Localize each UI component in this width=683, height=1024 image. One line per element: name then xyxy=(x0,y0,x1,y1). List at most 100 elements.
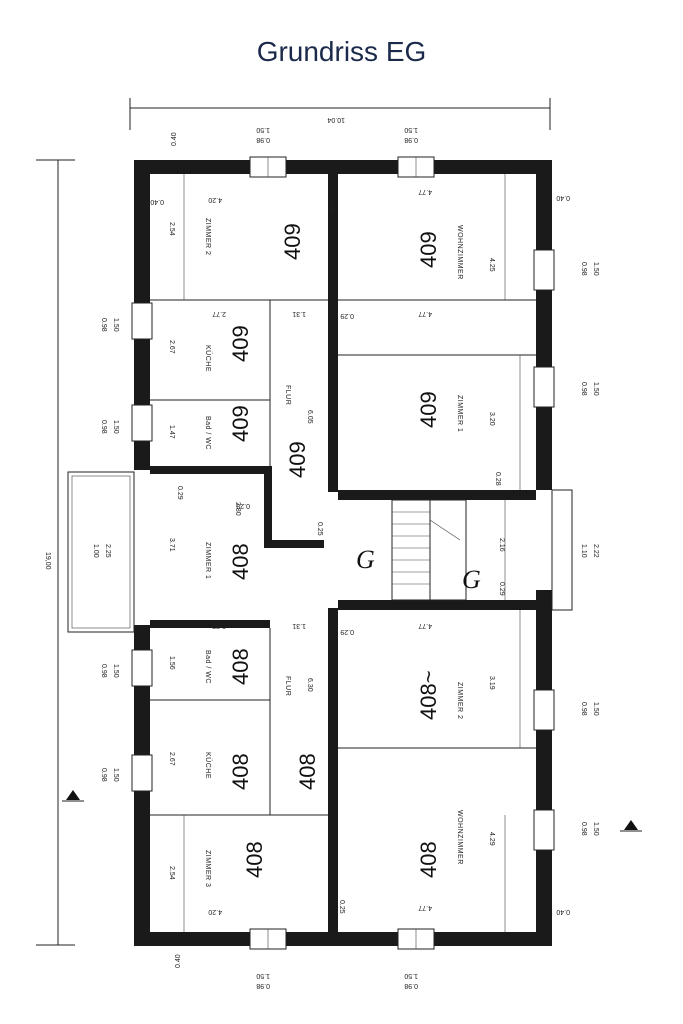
room-name: ZIMMER 3 xyxy=(204,850,211,887)
window-dim: 1.50 xyxy=(112,768,119,782)
wall-thickness-labels: 0.40 0.40 0.40 0.40 0.40 0.29 0.29 0.29 … xyxy=(150,132,570,968)
room-name: FLUR xyxy=(284,676,291,696)
dimension-label: 2.80 xyxy=(234,502,241,516)
window-dim: 0.98 xyxy=(580,262,587,276)
window-dim: 1.50 xyxy=(112,318,119,332)
wall-label: 0.40 xyxy=(556,908,570,915)
dimension-label: 4.20 xyxy=(208,196,222,203)
wall-label: 0.40 xyxy=(171,132,178,146)
wall-label: 0.29 xyxy=(340,628,354,635)
window-dim: 1.50 xyxy=(112,420,119,434)
room-number: 408 xyxy=(242,841,267,878)
dimension-label: 4.20 xyxy=(208,908,222,915)
total-width-label: 10.04 xyxy=(327,116,345,123)
dimension-label: 2.67 xyxy=(168,752,175,766)
dimension-label: 1.47 xyxy=(168,425,175,439)
wall-label: 0.40 xyxy=(175,954,182,968)
dimension-label: 1.31 xyxy=(292,310,306,317)
room-name: KÜCHE xyxy=(204,345,212,372)
outer-walls xyxy=(134,160,552,946)
window-dim: 1.50 xyxy=(592,702,599,716)
wall-label: 0.28 xyxy=(328,200,335,214)
room-number: 409 xyxy=(416,231,441,268)
dimension-label: 1.56 xyxy=(168,656,175,670)
window-dim: 0.98 xyxy=(580,702,587,716)
section-markers xyxy=(62,790,642,832)
room-number: 408 xyxy=(295,753,320,790)
dimension-label: 4.77 xyxy=(418,310,432,317)
wall-label: 0.25 xyxy=(316,522,323,536)
window-dim: 1.50 xyxy=(404,126,418,133)
room-number: 409 xyxy=(416,391,441,428)
interior-partitions xyxy=(150,174,536,932)
room-name: KÜCHE xyxy=(204,752,212,779)
page-title: Grundriss EG xyxy=(256,36,427,67)
window-dim: 1.50 xyxy=(256,972,270,979)
wall-label: 0.25 xyxy=(338,900,345,914)
wall-label: 0.29 xyxy=(236,502,250,509)
balcony-left xyxy=(67,471,135,633)
wall-label: 0.29 xyxy=(176,486,183,500)
window-dim: 0.98 xyxy=(100,420,107,434)
window-dim: 1.50 xyxy=(112,664,119,678)
dimension-label: 2.77 xyxy=(212,310,226,317)
wall-label: 0.40 xyxy=(150,198,164,205)
room-number: 408 xyxy=(228,753,253,790)
room-labels: 409 409 409 409 409 409 408 408 408 408 … xyxy=(228,223,441,878)
window-dim: 1.50 xyxy=(592,262,599,276)
section-marker-icon xyxy=(66,790,80,800)
window-dim: 0.98 xyxy=(580,822,587,836)
wall-label: 0.29 xyxy=(340,312,354,319)
window-dim: 0.98 xyxy=(256,982,270,989)
window-dim: 0.98 xyxy=(100,768,107,782)
dimension-label: 2.67 xyxy=(168,340,175,354)
room-names: ZIMMER 2 WOHNZIMMER KÜCHE Bad / WC FLUR … xyxy=(204,218,463,887)
window-dim: 0.98 xyxy=(100,664,107,678)
window-dim: 0.98 xyxy=(580,382,587,396)
window-dim: 1.50 xyxy=(256,126,270,133)
window-dim: 1.00 xyxy=(92,544,99,558)
window-dimension-callouts: 1.50 0.98 1.50 0.98 0.98 1.50 0.98 1.50 … xyxy=(92,126,599,989)
room-number: 408 xyxy=(416,841,441,878)
window-dim: 1.10 xyxy=(580,544,587,558)
dimension-label: 3.20 xyxy=(488,412,495,426)
room-name: ZIMMER 2 xyxy=(456,682,463,719)
room-name: WOHNZIMMER xyxy=(456,225,463,280)
room-name: Bad / WC xyxy=(204,650,211,684)
window-dim: 0.98 xyxy=(404,982,418,989)
dimension-label: 1.31 xyxy=(292,622,306,629)
dimension-label: 4.77 xyxy=(418,904,432,911)
room-name: FLUR xyxy=(284,385,291,405)
wall-label: 0.28 xyxy=(494,472,501,486)
dimension-label: 4.29 xyxy=(488,832,495,846)
room-number: 409 xyxy=(228,325,253,362)
dimension-label: 3.19 xyxy=(488,676,495,690)
room-number: 409 xyxy=(228,405,253,442)
window-dim: 0.98 xyxy=(256,136,270,143)
stair-symbol: G xyxy=(356,545,375,574)
room-name: ZIMMER 1 xyxy=(456,395,463,432)
room-dimensions: 2.54 4.20 4.25 4.77 2.67 2.77 1.47 6.05 … xyxy=(168,188,495,915)
stair-symbols: G G xyxy=(356,545,481,594)
room-name: ZIMMER 1 xyxy=(204,542,211,579)
window-dim: 2.22 xyxy=(592,544,599,558)
dimension-label: 6.30 xyxy=(306,678,313,692)
section-marker-icon xyxy=(624,820,638,830)
wall-label: 2.16 xyxy=(498,538,505,552)
room-name: WOHNZIMMER xyxy=(456,810,463,865)
total-height-label: 19,00 xyxy=(44,552,51,570)
window-dim: 0.98 xyxy=(100,318,107,332)
wall-label: 0.40 xyxy=(556,194,570,201)
dimension-label: 2.77 xyxy=(212,622,226,629)
window-dim: 0.98 xyxy=(404,136,418,143)
dimension-label: 4.77 xyxy=(418,188,432,195)
room-number: 408 xyxy=(228,648,253,685)
window-dim: 2.25 xyxy=(104,544,111,558)
staircase xyxy=(391,499,506,601)
room-name: ZIMMER 2 xyxy=(204,218,211,255)
dimension-label: 2.54 xyxy=(168,222,175,236)
room-number: 409 xyxy=(280,223,305,260)
room-number: 408~ xyxy=(416,670,441,720)
dimension-label: 3.71 xyxy=(168,538,175,552)
